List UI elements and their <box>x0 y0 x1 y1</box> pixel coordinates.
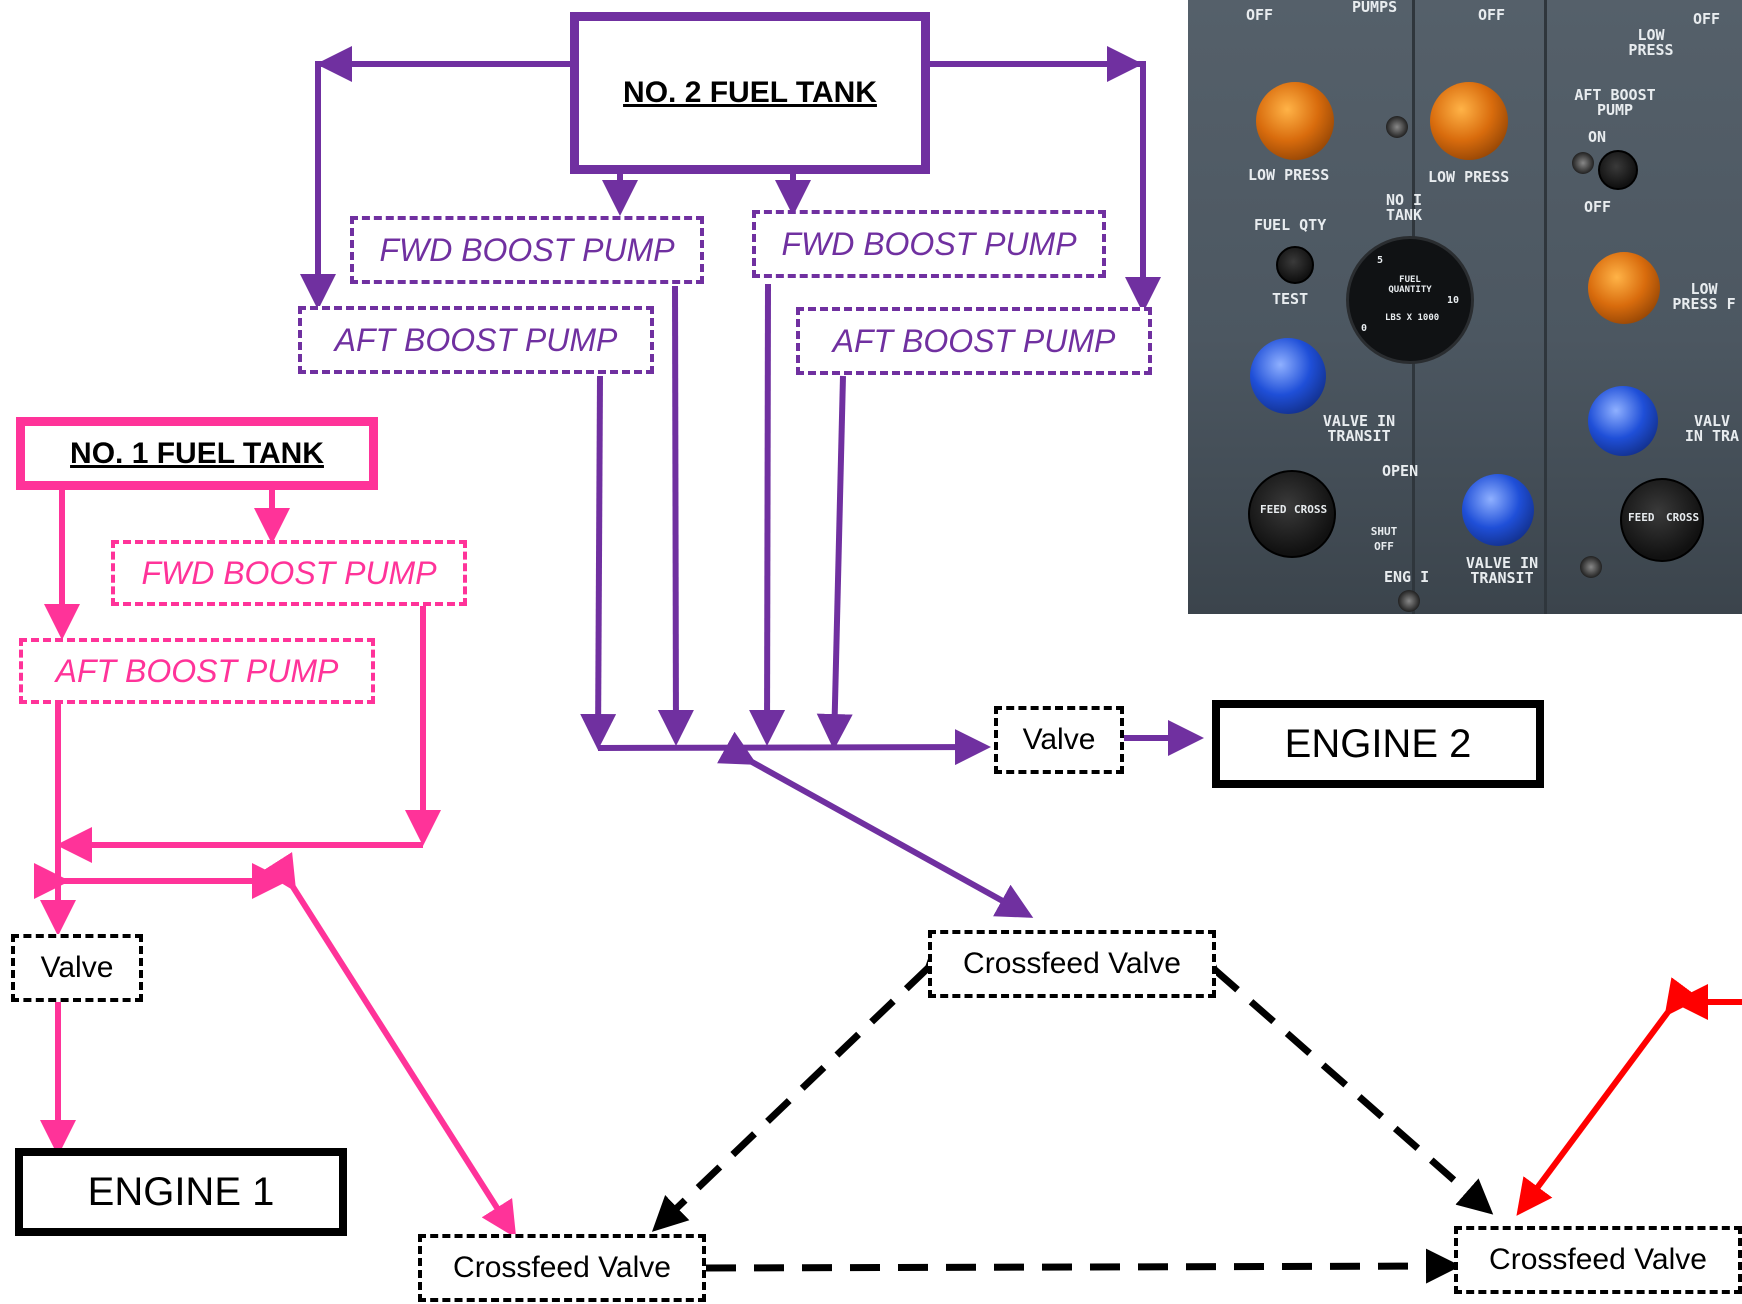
panel-label: PUMPS <box>1352 0 1398 16</box>
crossfeed-left-to-right-arrow <box>677 1248 1461 1286</box>
crossfeed-valve-top: Crossfeed Valve <box>928 930 1216 998</box>
panel-label: TEST <box>1272 290 1309 308</box>
no2-fuel-tank-box: NO. 2 FUEL TANK <box>570 12 930 174</box>
engine1-box: ENGINE 1 <box>15 1148 347 1236</box>
panel-label: OFF <box>1584 198 1612 216</box>
panel-label: LOW PRESS <box>1428 168 1510 186</box>
panel-label: OPEN <box>1382 462 1419 480</box>
panel-label: CROSS <box>1294 503 1328 516</box>
aft-boost-pump-switch <box>1598 150 1638 190</box>
right-fwd-pump-down-line <box>749 283 786 746</box>
engine1-valve-label: Valve <box>40 951 114 984</box>
gauge-tick: 5 <box>1377 255 1384 266</box>
tank1-aft-boost-pump-label: AFT BOOST PUMP <box>55 652 339 689</box>
panel-screw <box>1580 556 1602 578</box>
low-press-light-amber <box>1588 252 1660 324</box>
valve-in-transit-light-blue <box>1462 474 1534 546</box>
left-fwd-pump-down-line <box>657 285 694 746</box>
left-aft-pump-down-line <box>580 375 617 750</box>
tank1-flow-lines <box>34 489 517 1239</box>
engine2-box: ENGINE 2 <box>1212 700 1544 788</box>
tank2-right-aft-boost-pump: AFT BOOST PUMP <box>796 307 1152 375</box>
tank2-right-fwd-boost-pump: FWD BOOST PUMP <box>752 210 1106 278</box>
gauge-title: FUEL QUANTITY <box>1388 275 1432 295</box>
tank1-fwd-boost-pump-label: FWD BOOST PUMP <box>141 554 437 591</box>
panel-label: OFF <box>1693 10 1721 28</box>
crossfeed-valve-top-label: Crossfeed Valve <box>963 947 1181 980</box>
panel-label: LOW PRESS <box>1628 26 1674 59</box>
engine2-label: ENGINE 2 <box>1284 721 1472 766</box>
panel-label: FUEL QTY <box>1254 216 1327 234</box>
crossfeed-lines <box>651 936 1494 1286</box>
gauge-tick: 0 <box>1361 323 1368 334</box>
panel-screw <box>1572 152 1594 174</box>
crossfeed-top-to-left-arrow <box>651 936 961 1232</box>
tank3-flow-lines <box>1516 977 1742 1216</box>
no2-fuel-tank-label: NO. 2 FUEL TANK <box>623 76 877 109</box>
low-press-light-amber <box>1256 82 1334 160</box>
valve-in-transit-light-blue <box>1250 338 1326 414</box>
panel-label: VALVE IN TRANSIT <box>1322 412 1396 445</box>
panel-divider <box>1544 0 1547 614</box>
gauge-tick: 10 <box>1447 295 1460 306</box>
tank1-aft-boost-pump: AFT BOOST PUMP <box>19 638 375 704</box>
crossfeed-valve-left: Crossfeed Valve <box>418 1234 706 1302</box>
panel-label: FEED <box>1628 511 1655 524</box>
panel-label: OFF <box>1478 6 1506 24</box>
crossfeed-selector-knob <box>1248 470 1336 558</box>
panel-label: CROSS <box>1666 511 1700 524</box>
tank2-left-fwd-boost-pump-label: FWD BOOST PUMP <box>379 231 675 268</box>
panel-label: ON <box>1588 128 1607 146</box>
panel-screw <box>1386 116 1408 138</box>
engine1-label: ENGINE 1 <box>87 1169 275 1214</box>
valve-in-transit-light-blue <box>1588 386 1658 456</box>
tank2-flow-lines <box>300 46 1204 918</box>
engine1-valve: Valve <box>11 934 143 1002</box>
crossfeed-valve-right-label: Crossfeed Valve <box>1489 1243 1707 1276</box>
engine2-valve-label: Valve <box>1022 723 1096 756</box>
gauge-units: LBS X 1000 <box>1385 313 1440 323</box>
fuel-qty-test-button <box>1276 246 1314 284</box>
fuel-quantity-gauge: FUEL QUANTITY LBS X 1000 5 10 0 <box>1346 236 1474 364</box>
panel-label: ENG I <box>1384 568 1430 586</box>
tank2-right-aft-boost-pump-label: AFT BOOST PUMP <box>832 322 1116 359</box>
engine2-valve: Valve <box>994 706 1124 774</box>
crossfeed-valve-right: Crossfeed Valve <box>1454 1226 1742 1294</box>
tank3-crossfeed-link-arrow <box>1516 977 1701 1216</box>
panel-label: SHUT OFF <box>1370 525 1398 553</box>
panel-label: LOW PRESS <box>1248 166 1330 184</box>
tank2-manifold-to-valve-arrow <box>597 729 991 766</box>
tank2-left-aft-boost-pump-label: AFT BOOST PUMP <box>334 321 618 358</box>
tank2-right-fwd-boost-pump-label: FWD BOOST PUMP <box>781 225 1077 262</box>
panel-label: FEED <box>1260 503 1287 516</box>
no1-fuel-tank-label: NO. 1 FUEL TANK <box>70 436 324 470</box>
panel-label: VALV IN TRA <box>1684 414 1740 444</box>
tank2-left-aft-boost-pump: AFT BOOST PUMP <box>298 306 654 374</box>
tank1-crossfeed-link-arrow <box>261 852 517 1239</box>
right-aft-pump-down-line <box>816 375 853 750</box>
crossfeed-top-to-right-arrow <box>1182 938 1494 1215</box>
panel-label: OFF <box>1246 6 1274 24</box>
panel-label: NO I TANK <box>1385 191 1423 224</box>
panel-screw <box>1398 590 1420 612</box>
panel-label: VALVE IN TRANSIT <box>1465 554 1539 587</box>
crossfeed-selector-knob <box>1620 478 1704 562</box>
low-press-light-amber <box>1430 82 1508 160</box>
manifold-crossfeed-link-arrow <box>717 731 1034 918</box>
no1-fuel-tank-box: NO. 1 FUEL TANK <box>16 417 378 490</box>
fuel-panel-photo: OFF PUMPS OFF LOW PRESS OFF LOW PRESS LO… <box>1188 0 1742 614</box>
tank2-left-fwd-boost-pump: FWD BOOST PUMP <box>350 216 704 284</box>
tank1-fwd-boost-pump: FWD BOOST PUMP <box>111 540 467 606</box>
panel-label: LOW PRESS F <box>1672 280 1736 313</box>
crossfeed-valve-left-label: Crossfeed Valve <box>453 1251 671 1284</box>
panel-label: AFT BOOST PUMP <box>1574 86 1656 119</box>
